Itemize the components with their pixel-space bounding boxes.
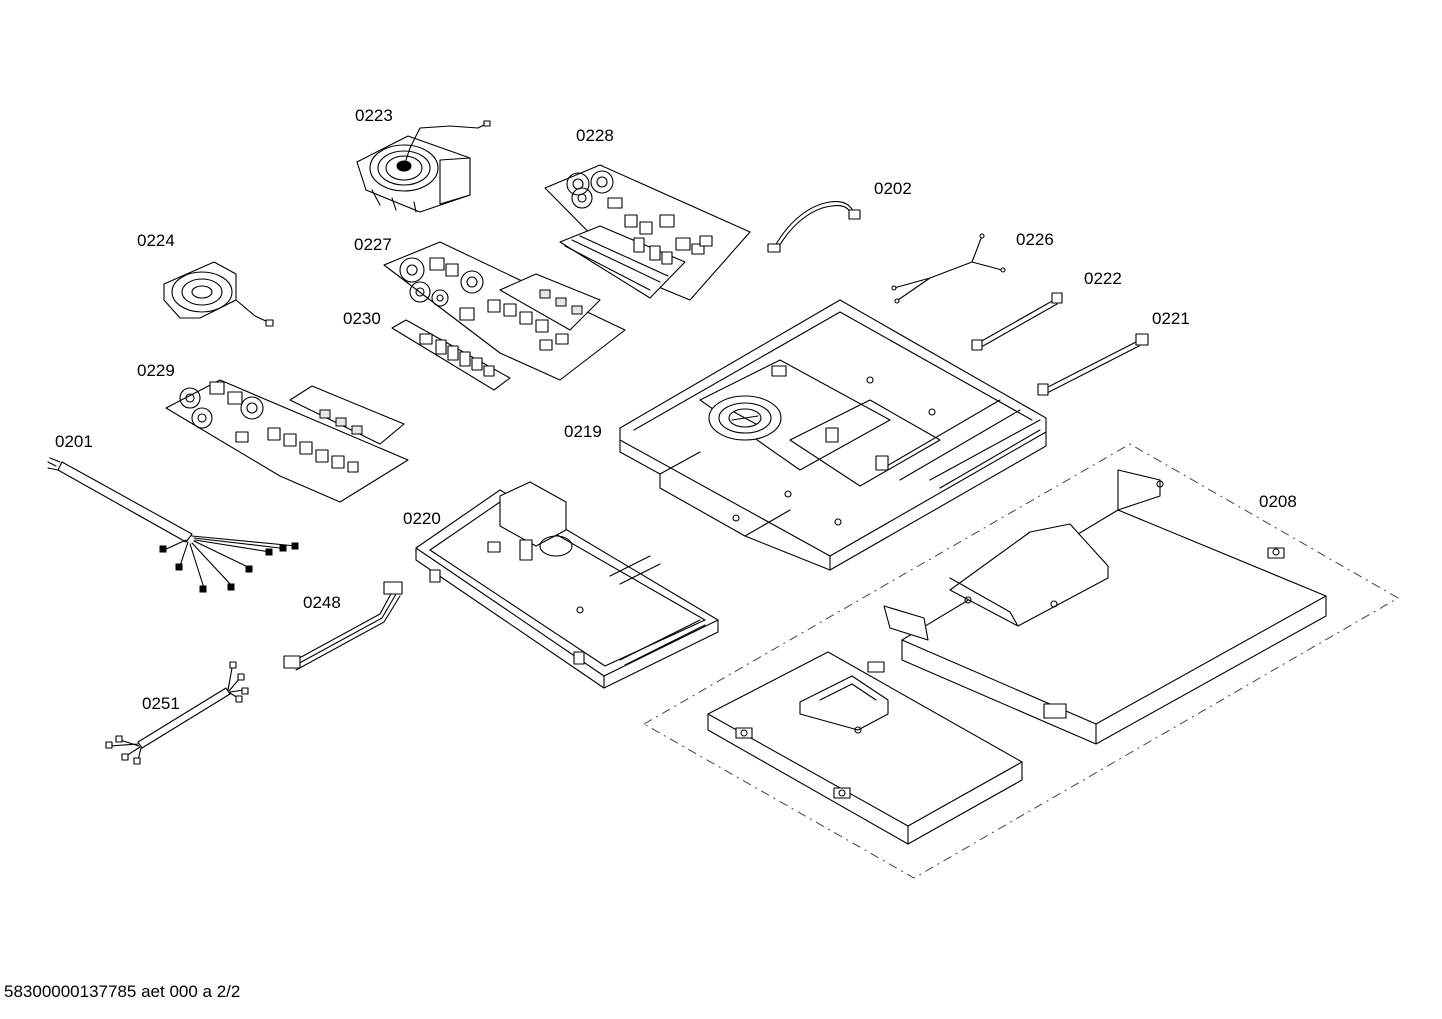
part-0228-board-drawing xyxy=(544,164,751,301)
part-0222-cable-drawing xyxy=(971,292,1063,351)
part-label-0223: 0223 xyxy=(355,106,393,125)
part-0220-housing-drawing xyxy=(415,481,719,689)
part-label-0226: 0226 xyxy=(1016,230,1054,249)
part-label-0224: 0224 xyxy=(137,231,175,250)
part-0251-cable-drawing xyxy=(105,661,249,765)
part-0223-fan-drawing xyxy=(356,120,491,213)
part-0229-board-drawing xyxy=(165,379,409,503)
part-label-0229: 0229 xyxy=(137,361,175,380)
part-0202-harness-drawing xyxy=(767,201,861,253)
part-0248-cable-drawing xyxy=(283,581,403,671)
part-0208-shield-drawing xyxy=(642,443,1400,879)
part-label-0220: 0220 xyxy=(403,509,441,528)
part-0224-duct-drawing xyxy=(163,261,274,327)
part-label-0222: 0222 xyxy=(1084,269,1122,288)
part-label-0227: 0227 xyxy=(354,235,392,254)
part-label-0208: 0208 xyxy=(1259,492,1297,511)
part-label-0228: 0228 xyxy=(576,126,614,145)
part-label-0251: 0251 xyxy=(142,694,180,713)
part-0221-cable-drawing xyxy=(1037,333,1149,396)
part-label-0248: 0248 xyxy=(303,593,341,612)
part-label-0219: 0219 xyxy=(564,422,602,441)
part-label-0230: 0230 xyxy=(343,309,381,328)
part-label-0202: 0202 xyxy=(874,179,912,198)
part-0201-cable-drawing xyxy=(47,457,299,593)
part-label-0201: 0201 xyxy=(55,432,93,451)
document-id-footer: 58300000137785 aet 000 a 2/2 xyxy=(4,982,241,1001)
part-0219-frame-drawing xyxy=(619,299,1047,571)
part-0227-board-drawing xyxy=(383,241,626,381)
part-label-0221: 0221 xyxy=(1152,309,1190,328)
part-0226-harness-drawing xyxy=(891,233,1006,304)
part-0230-board-drawing xyxy=(391,319,511,391)
